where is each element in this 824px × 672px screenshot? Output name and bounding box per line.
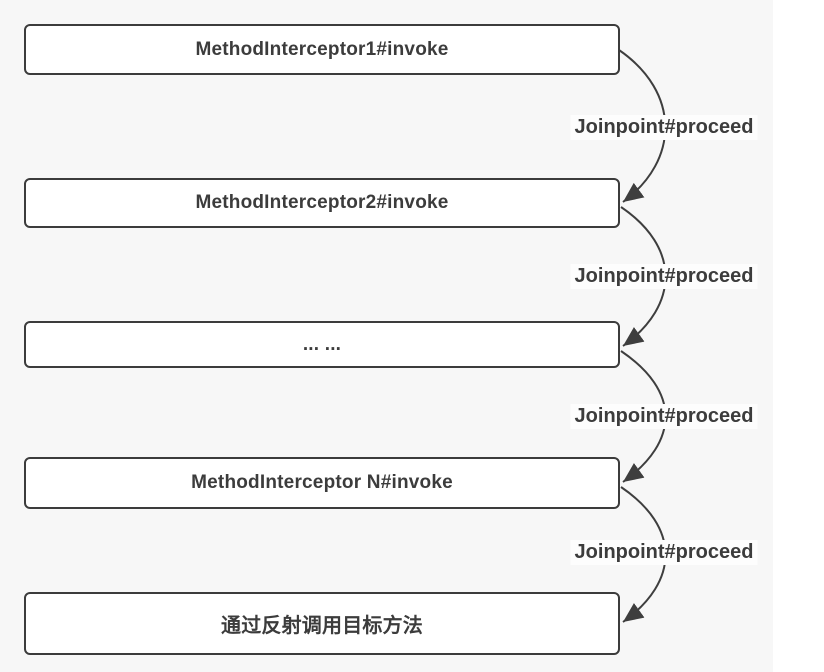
box-label-method-interceptor-1: MethodInterceptor1#invoke	[195, 38, 449, 60]
flow-box-invoke-target-by-reflection: 通过反射调用目标方法	[24, 592, 620, 655]
edge-label-joinpoint-proceed-4: Joinpoint#proceed	[570, 540, 758, 565]
flow-box-method-interceptor-2: MethodInterceptor2#invoke	[24, 178, 620, 228]
box-label-method-interceptor-2: MethodInterceptor2#invoke	[195, 192, 449, 213]
edge-label-joinpoint-proceed-3: Joinpoint#proceed	[570, 404, 758, 429]
edge-label-joinpoint-proceed-1: Joinpoint#proceed	[570, 115, 758, 140]
box-label-method-interceptor-n: MethodInterceptor N#invoke	[191, 472, 453, 493]
flow-box-method-interceptor-n: MethodInterceptor N#invoke	[24, 457, 620, 509]
edge-label-joinpoint-proceed-2: Joinpoint#proceed	[570, 264, 758, 289]
flow-box-ellipsis: ... ...	[24, 321, 620, 368]
box-label-ellipsis: ... ...	[302, 333, 342, 355]
flow-box-method-interceptor-1: MethodInterceptor1#invoke	[24, 24, 620, 75]
box-label-invoke-target-by-reflection: 通过反射调用目标方法	[221, 615, 423, 637]
